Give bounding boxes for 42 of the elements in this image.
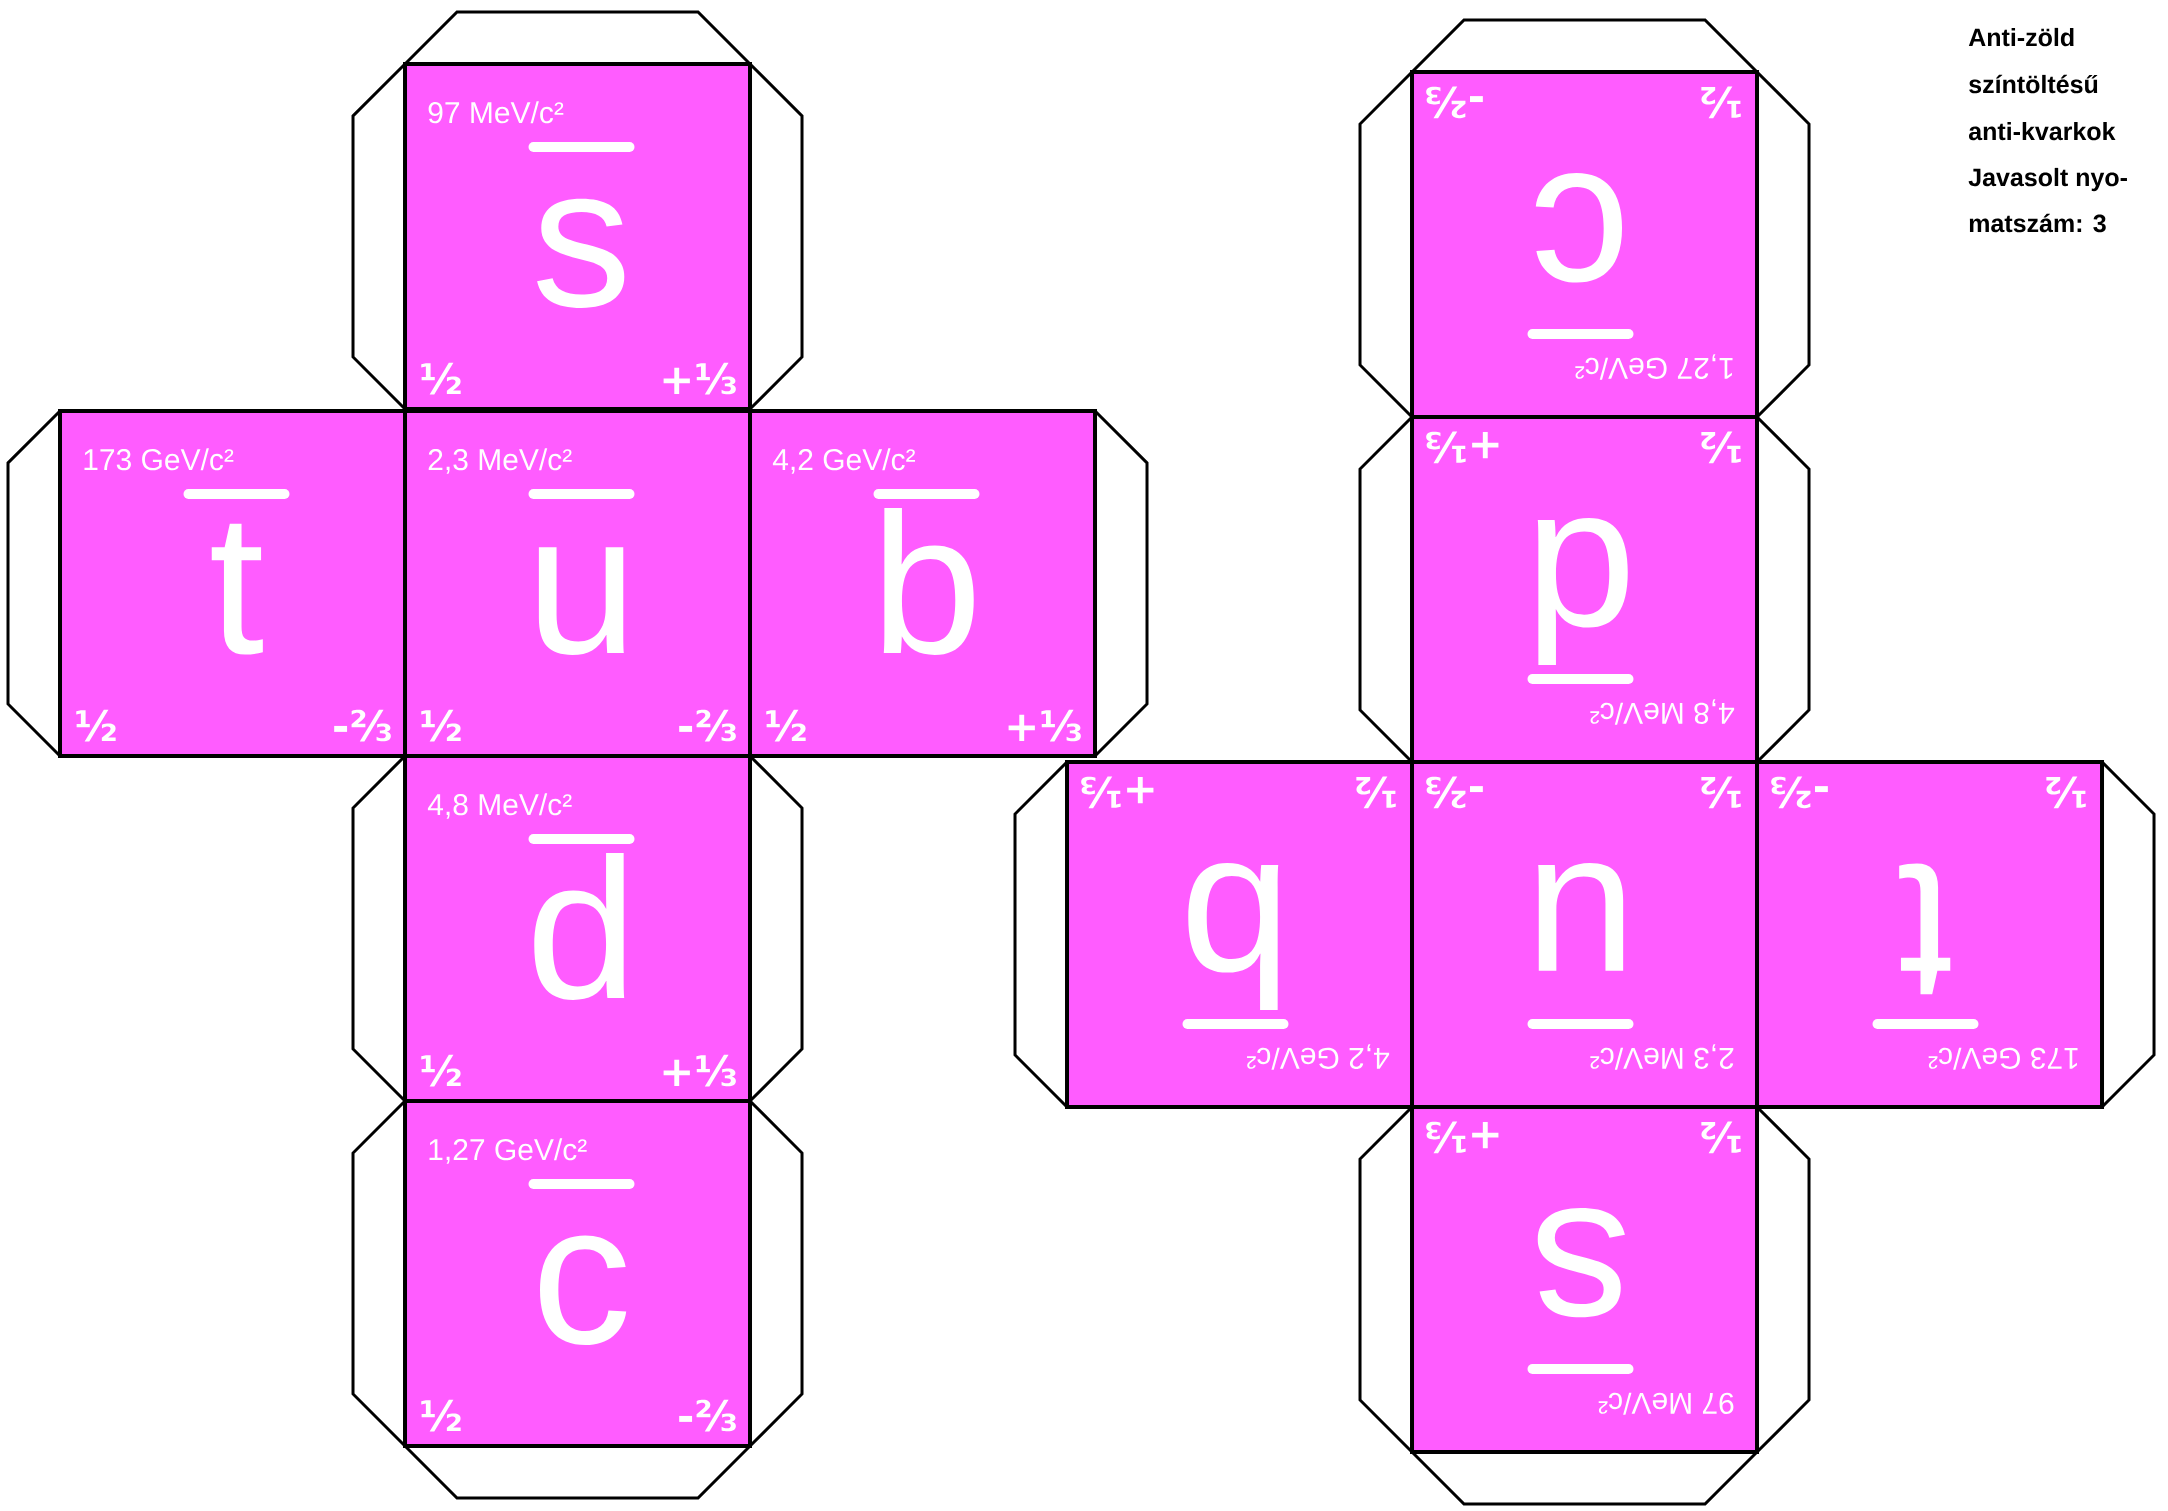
mass-label: 4,8 MeV/c² (427, 793, 572, 819)
note-text: Javasolt nyo- (1968, 167, 2127, 192)
spin-value: ½ (1701, 776, 1741, 809)
spin-value: ½ (421, 1054, 461, 1087)
spin-value: ½ (421, 709, 461, 742)
charge-value: -⅔ (1426, 776, 1483, 809)
spin-value: ½ (421, 362, 461, 395)
mass-label: 4,8 MeV/c² (1590, 699, 1735, 725)
spin-value: ½ (76, 709, 116, 742)
mass-label: 97 MeV/c² (1598, 1392, 1734, 1415)
charge-value: +⅓ (1008, 709, 1081, 742)
charge-value: -⅔ (334, 709, 391, 742)
mass-label: 173 GeV/c² (84, 448, 234, 471)
spin-value: ½ (766, 709, 806, 742)
spin-value: ½ (2046, 776, 2086, 809)
charge-value: -⅔ (1771, 776, 1828, 809)
mass-label: 4,2 GeV/c² (1247, 1044, 1390, 1070)
note-text: színtöltésű (1969, 74, 2098, 94)
note-text: matszám: 3 (1969, 213, 2106, 233)
spin-value: ½ (1701, 431, 1741, 464)
spin-value: ½ (1701, 86, 1741, 119)
spin-value: ½ (421, 1399, 461, 1432)
note-text: anti-kvarkok (1968, 121, 2116, 141)
mass-label: 97 MeV/c² (428, 101, 564, 124)
spin-value: ½ (1356, 776, 1396, 809)
mass-label: 1,27 GeV/c² (429, 1138, 587, 1164)
charge-value: +⅓ (663, 362, 736, 395)
charge-value: +⅓ (663, 1054, 736, 1087)
mass-label: 4,2 GeV/c² (772, 448, 915, 474)
quark-face (403, 62, 752, 411)
charge-value: -⅔ (1426, 86, 1483, 119)
note-text: Anti-zöld (1968, 27, 2074, 47)
charge-value: +⅓ (1426, 1121, 1499, 1154)
mass-label: 173 GeV/c² (1928, 1047, 2078, 1070)
charge-value: -⅔ (679, 1399, 736, 1432)
mass-label: 2,3 MeV/c² (428, 448, 572, 474)
charge-value: -⅔ (679, 709, 736, 742)
charge-value: +⅓ (1081, 776, 1154, 809)
charge-value: +⅓ (1426, 431, 1499, 464)
mass-label: 2,3 MeV/c² (1590, 1044, 1734, 1070)
spin-value: ½ (1701, 1121, 1741, 1154)
mass-label: 1,27 GeV/c² (1575, 354, 1733, 380)
